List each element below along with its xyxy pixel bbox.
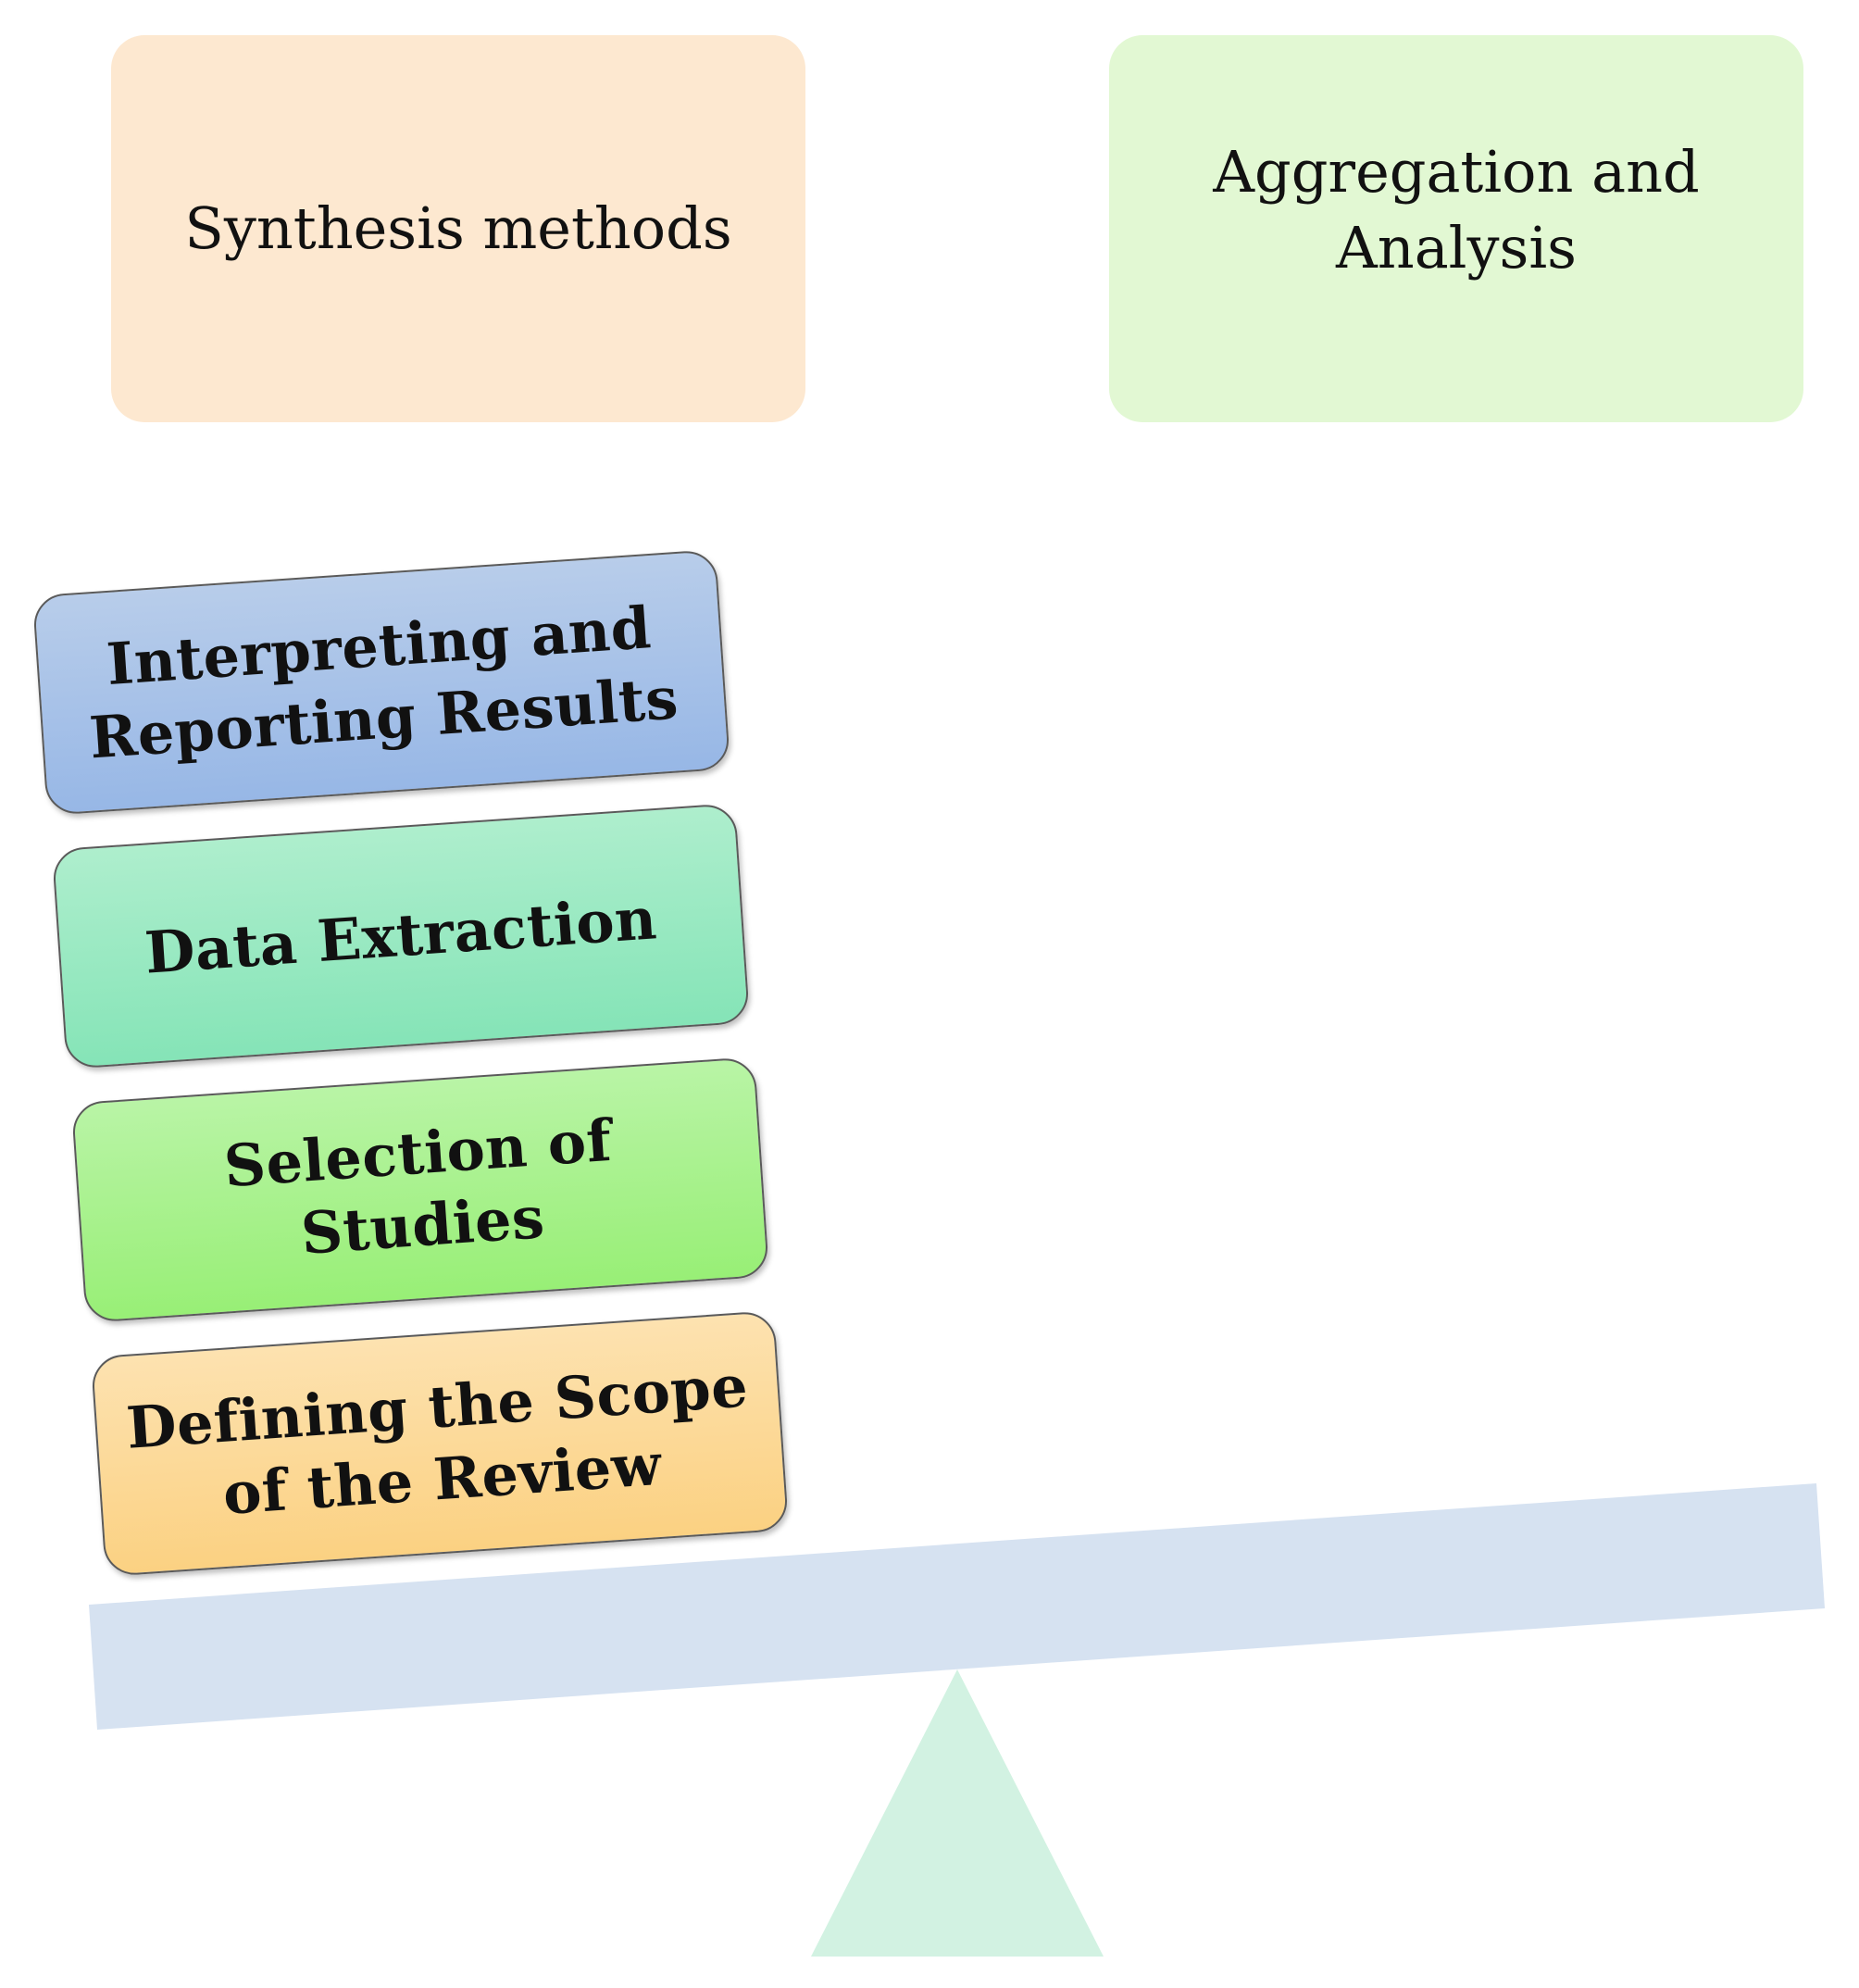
- fulcrum-triangle: [811, 1669, 1104, 1957]
- aggregation-analysis-box: Aggregation and Analysis: [1109, 35, 1803, 422]
- step-defining-scope-label: Defining the Scope of the Review: [124, 1352, 751, 1528]
- aggregation-analysis-label: Aggregation and Analysis: [1213, 138, 1700, 281]
- seesaw-beam: [89, 1483, 1825, 1730]
- step-data-extraction-label: Data Extraction: [143, 884, 659, 987]
- synthesis-methods-box: Synthesis methods: [111, 35, 805, 422]
- step-defining-scope-box: Defining the Scope of the Review: [90, 1310, 790, 1577]
- step-data-extraction-box: Data Extraction: [51, 803, 751, 1069]
- step-selection-studies-label: Selection of Studies: [221, 1106, 614, 1268]
- synthesis-methods-label: Synthesis methods: [184, 194, 732, 262]
- step-interpreting-reporting-label: Interpreting and Reporting Results: [87, 594, 680, 772]
- step-interpreting-reporting-box: Interpreting and Reporting Results: [31, 549, 731, 816]
- step-selection-studies-box: Selection of Studies: [70, 1057, 770, 1323]
